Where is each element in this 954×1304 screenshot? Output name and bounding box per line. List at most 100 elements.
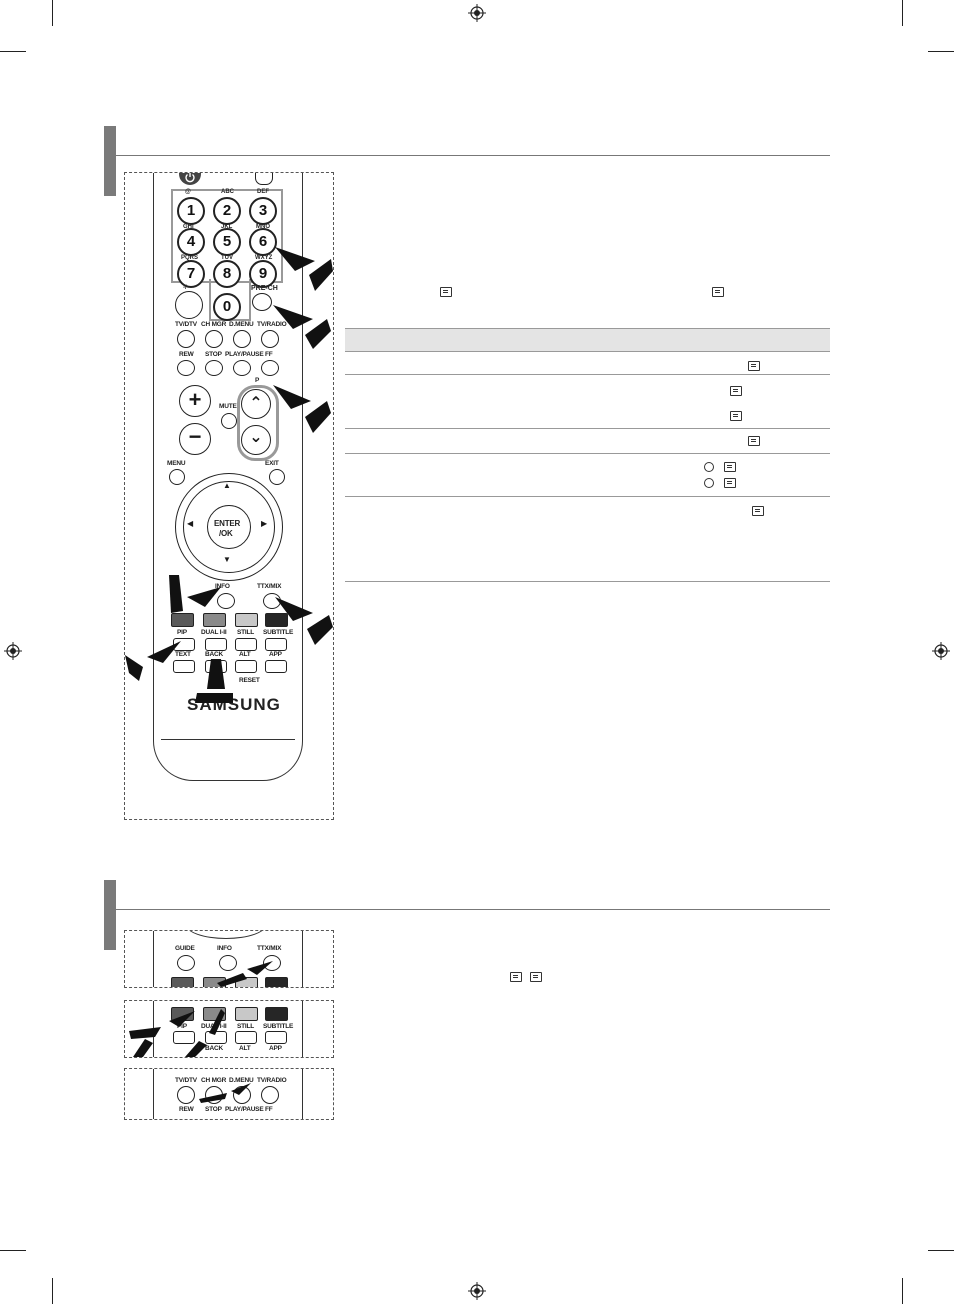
callout-arrow-icon bbox=[273, 385, 331, 433]
yellow-button[interactable] bbox=[235, 613, 258, 627]
menu-label: MENU bbox=[167, 460, 186, 467]
left-arrow-icon: ◀ bbox=[187, 519, 194, 528]
remote-crop-guide: TV/DTV CH MGR D.MENU TV/RADIO REW STOP P… bbox=[124, 1068, 334, 1120]
app-button[interactable] bbox=[265, 660, 287, 673]
digit-2-button[interactable]: 2 bbox=[213, 197, 241, 225]
info-button[interactable] bbox=[217, 593, 235, 609]
page-down-icon bbox=[724, 478, 736, 488]
teletext-icon bbox=[712, 287, 724, 297]
section-divider bbox=[116, 909, 830, 910]
digit-3-button[interactable]: 3 bbox=[249, 197, 277, 225]
remote-edge bbox=[153, 931, 303, 987]
key-letters: JKL bbox=[221, 224, 233, 230]
dual-button[interactable] bbox=[205, 638, 227, 651]
play-pause-button[interactable] bbox=[233, 360, 251, 376]
reset-label: RESET bbox=[239, 677, 260, 684]
digit-8-button[interactable]: 8 bbox=[213, 260, 241, 288]
channel-up-icon bbox=[704, 462, 714, 472]
digit-1-button[interactable]: 1 bbox=[177, 197, 205, 225]
channel-down-button[interactable]: ⌄ bbox=[241, 425, 271, 455]
info-button[interactable] bbox=[219, 955, 237, 971]
digit-6-button[interactable]: 6 bbox=[249, 228, 277, 256]
blue-button[interactable] bbox=[265, 613, 288, 627]
alt-button[interactable] bbox=[235, 660, 257, 673]
mute-button[interactable] bbox=[221, 413, 237, 429]
alt-label: ALT bbox=[239, 1045, 251, 1052]
digit-7-button[interactable]: 7 bbox=[177, 260, 205, 288]
enter-button[interactable] bbox=[207, 505, 251, 549]
digit-0-button[interactable]: 0 bbox=[213, 293, 241, 321]
tv-radio-button[interactable] bbox=[261, 330, 279, 348]
yellow-button[interactable] bbox=[235, 1007, 258, 1021]
tv-dtv-button[interactable] bbox=[177, 330, 195, 348]
red-button[interactable] bbox=[171, 977, 194, 987]
key-letters: GHI bbox=[183, 224, 194, 230]
navigation-ring[interactable] bbox=[175, 473, 283, 581]
tv-radio-button[interactable] bbox=[261, 1086, 279, 1104]
channel-up-button[interactable]: ⌃ bbox=[241, 389, 271, 419]
up-arrow-icon: ▲ bbox=[223, 481, 231, 490]
digit-4-button[interactable]: 4 bbox=[177, 228, 205, 256]
play-pause-label: PLAY/PAUSE bbox=[225, 1106, 264, 1113]
ttx-mix-button[interactable] bbox=[263, 955, 281, 971]
remote-body bbox=[153, 173, 303, 781]
callout-arrow-icon bbox=[217, 961, 273, 987]
red-button[interactable] bbox=[171, 613, 194, 627]
section-marker bbox=[104, 126, 116, 196]
key-letters: PQRS bbox=[181, 255, 199, 261]
exit-label: EXIT bbox=[265, 460, 279, 467]
tv-dtv-button[interactable] bbox=[177, 1086, 195, 1104]
volume-up-button[interactable]: + bbox=[179, 385, 211, 417]
digit-9-button[interactable]: 9 bbox=[249, 260, 277, 288]
remote-edge bbox=[153, 1069, 303, 1119]
still-button[interactable] bbox=[235, 638, 257, 651]
source-button[interactable] bbox=[255, 173, 273, 185]
power-button[interactable] bbox=[179, 173, 201, 185]
callout-arrow-icon bbox=[199, 1083, 251, 1103]
pip-button[interactable] bbox=[173, 638, 195, 651]
stop-label: STOP bbox=[205, 351, 222, 358]
blue-button[interactable] bbox=[265, 977, 288, 987]
menu-button[interactable] bbox=[169, 469, 185, 485]
key-letters: @ bbox=[185, 189, 191, 195]
section-divider bbox=[116, 155, 830, 156]
text-button[interactable] bbox=[173, 660, 195, 673]
volume-down-button[interactable]: − bbox=[179, 423, 211, 455]
p-label: P bbox=[255, 377, 260, 384]
exit-button[interactable] bbox=[269, 469, 285, 485]
rew-label: REW bbox=[179, 1106, 194, 1113]
registration-mark-icon bbox=[468, 4, 486, 22]
enter-label: ENTER bbox=[214, 519, 241, 528]
pre-ch-button[interactable] bbox=[252, 293, 272, 311]
rew-button[interactable] bbox=[177, 360, 195, 376]
guide-button[interactable] bbox=[177, 955, 195, 971]
dash-button[interactable] bbox=[175, 291, 203, 319]
app-label: APP bbox=[269, 1045, 282, 1052]
ch-mgr-label: CH MGR bbox=[201, 321, 227, 328]
blue-button[interactable] bbox=[265, 1007, 288, 1021]
digit-5-button[interactable]: 5 bbox=[213, 228, 241, 256]
text-label: TEXT bbox=[175, 651, 191, 658]
crop-mark bbox=[0, 51, 26, 52]
pip-button[interactable] bbox=[173, 1031, 195, 1044]
crop-mark bbox=[902, 0, 903, 26]
subtitle-button[interactable] bbox=[265, 638, 287, 651]
subtitle-label: SUBTITLE bbox=[263, 1023, 294, 1030]
rew-label: REW bbox=[179, 351, 194, 358]
green-button[interactable] bbox=[203, 613, 226, 627]
channel-rocker bbox=[237, 385, 279, 461]
pre-ch-label: PRE-CH bbox=[251, 285, 278, 292]
d-menu-button[interactable] bbox=[233, 330, 251, 348]
info-label: INFO bbox=[217, 945, 232, 952]
key-letters: ABC bbox=[221, 189, 234, 195]
ff-button[interactable] bbox=[261, 360, 279, 376]
stop-button[interactable] bbox=[205, 360, 223, 376]
right-arrow-icon: ▶ bbox=[261, 519, 268, 528]
still-button[interactable] bbox=[235, 1031, 257, 1044]
ch-mgr-button[interactable] bbox=[205, 330, 223, 348]
crop-mark bbox=[902, 1278, 903, 1304]
callout-arrow-icon bbox=[125, 641, 181, 681]
subtitle-button[interactable] bbox=[265, 1031, 287, 1044]
ch-mgr-label: CH MGR bbox=[201, 1077, 227, 1084]
crop-mark bbox=[52, 0, 53, 26]
